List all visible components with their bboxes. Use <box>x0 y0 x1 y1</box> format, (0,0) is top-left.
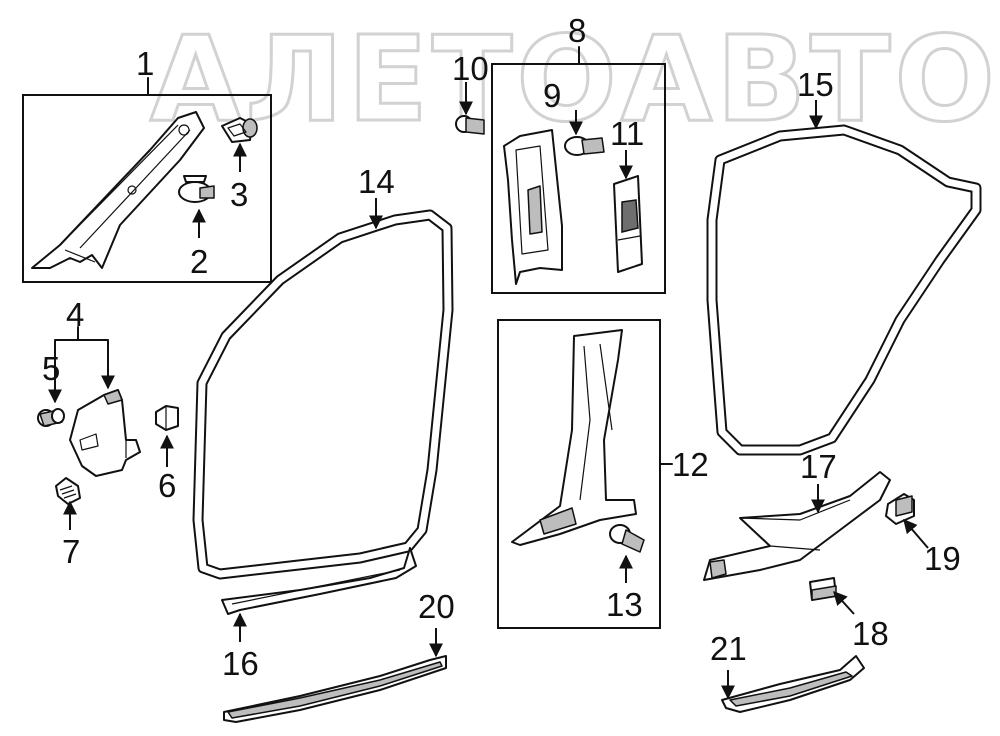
part-kick-panel-bracket <box>69 389 141 477</box>
part-clip-5 <box>37 408 65 427</box>
callout-19: 19 <box>924 540 961 577</box>
callout-5: 5 <box>42 350 60 387</box>
part-clip-3 <box>221 117 258 143</box>
part-clip-7 <box>55 477 81 505</box>
callout-20: 20 <box>418 588 455 625</box>
callout-11: 11 <box>610 115 644 152</box>
callout-21: 21 <box>710 630 747 667</box>
part-front-scuff-plate <box>221 547 417 615</box>
part-b-pillar-lower-trim <box>511 329 637 546</box>
part-belt-guide-cover <box>613 175 643 273</box>
callout-10: 10 <box>452 50 489 87</box>
callout-2: 2 <box>190 243 208 280</box>
leader-4 <box>54 326 109 341</box>
callout-15: 15 <box>797 66 834 103</box>
callout-8: 8 <box>568 12 586 49</box>
callout-17: 17 <box>800 448 837 485</box>
part-clip-13 <box>609 524 645 553</box>
part-clip-9 <box>564 136 605 156</box>
part-clip-19 <box>885 493 915 525</box>
part-clip-18 <box>809 577 837 601</box>
part-front-door-sill <box>223 655 447 723</box>
part-rear-door-sill <box>721 655 865 713</box>
callout-1: 1 <box>136 45 154 82</box>
group-box-12 <box>497 319 661 629</box>
callout-3: 3 <box>230 176 248 213</box>
callout-6: 6 <box>158 467 176 504</box>
callout-16: 16 <box>222 645 259 682</box>
part-rear-door-weatherstrip <box>706 124 982 456</box>
callout-7: 7 <box>62 533 80 570</box>
part-a-pillar-trim <box>31 111 205 269</box>
part-clip-2 <box>178 175 215 203</box>
callout-13: 13 <box>606 586 643 623</box>
part-rear-quarter-trim <box>703 471 891 581</box>
callout-12: 12 <box>672 446 709 483</box>
part-b-pillar-upper-trim <box>503 129 563 285</box>
callout-4: 4 <box>66 296 84 333</box>
callout-9: 9 <box>543 77 561 114</box>
callout-18: 18 <box>852 615 889 652</box>
part-front-door-weatherstrip <box>192 209 454 580</box>
part-clip-10 <box>455 115 485 135</box>
part-cap-6 <box>155 405 179 431</box>
callout-14: 14 <box>358 163 395 200</box>
